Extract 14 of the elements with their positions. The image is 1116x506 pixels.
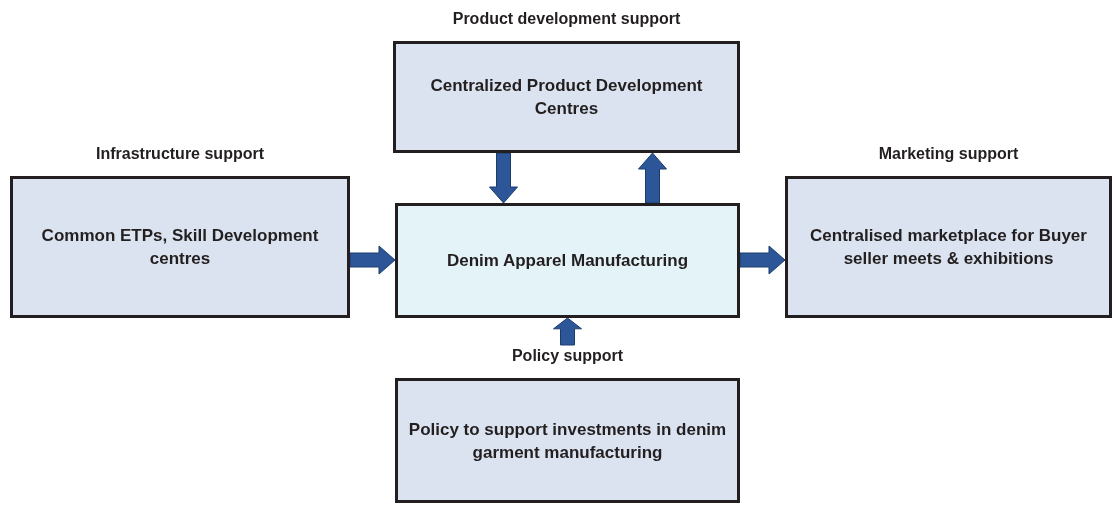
block-arrow [638, 152, 667, 204]
box-text: Denim Apparel Manufacturing [446, 250, 689, 272]
heading: Marketing support [878, 144, 1019, 164]
block-arrow [349, 245, 396, 275]
block-arrow [739, 245, 786, 275]
block-arrow [489, 152, 518, 204]
box-text: Centralised marketplace for Buyer seller meets & exhibitions [809, 225, 1088, 270]
heading: Product development support [452, 9, 681, 29]
box-text: Policy to support investments in denim garment manufacturing [407, 418, 728, 464]
heading: Policy support [511, 346, 624, 366]
block-arrow [553, 317, 582, 346]
heading: Infrastructure support [96, 144, 264, 164]
box-text: Common ETPs, Skill Development centres [40, 225, 320, 270]
box-text: Centralized Product Development Centres [429, 75, 704, 120]
